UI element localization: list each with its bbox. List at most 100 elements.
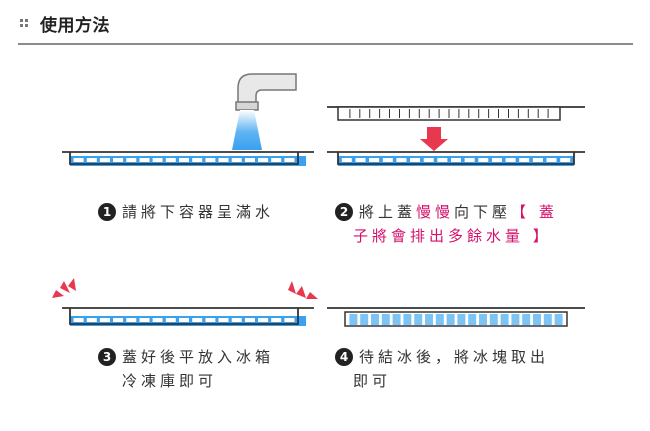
tray-cell (179, 318, 189, 322)
tray-cell (73, 158, 84, 162)
tray-cell (446, 314, 455, 325)
tray-cell (192, 318, 203, 322)
tray-cell (99, 318, 110, 322)
tray-cell (244, 318, 255, 322)
tray-cell (369, 158, 380, 162)
tray-cell (349, 314, 358, 325)
step-text-emphasis: 慢慢 (416, 203, 455, 221)
tray-cell (382, 158, 393, 162)
water-stream (232, 110, 262, 150)
tray-cell (533, 314, 541, 325)
tray-cell (126, 158, 137, 162)
tray-cell (205, 318, 216, 322)
tray-cell (437, 158, 448, 162)
step-number: 3 (98, 348, 116, 366)
tray-cell (403, 314, 412, 325)
tray-cell (392, 314, 401, 325)
section-header: 使用方法 (0, 0, 650, 46)
tray-cell (519, 158, 530, 162)
tray-cell (165, 318, 176, 322)
page-title: 使用方法 (40, 16, 110, 36)
tray-filled-2 (327, 151, 585, 166)
tray-cell (152, 158, 163, 162)
faucet-icon (235, 73, 297, 111)
tray-lid (327, 106, 585, 121)
step-note: 【 蓋 (511, 203, 558, 221)
step-text: 待結冰後，將冰塊取出 (359, 348, 550, 366)
tray-cell (113, 318, 124, 322)
tray-cell (284, 318, 295, 322)
tray-cell (360, 314, 369, 325)
tray-cell (457, 314, 466, 325)
step-note: 子將會排出多餘水量 】 (353, 227, 552, 245)
tray-cell (113, 158, 124, 162)
tray-cell (522, 314, 531, 325)
step-text: 蓋好後平放入冰箱 (122, 348, 275, 366)
tray-cell (139, 158, 150, 162)
tray-cell (451, 158, 461, 162)
level-marks-icon (52, 278, 318, 299)
tray-cell (218, 158, 229, 162)
tray-cell (410, 158, 421, 162)
tray-covered (62, 307, 314, 326)
step-text: 即可 (353, 372, 392, 390)
tray-cell (478, 158, 489, 162)
tray-cell (414, 314, 423, 325)
tray-cell (500, 314, 509, 325)
step-2-caption: 2 將上蓋慢慢向下壓【 蓋 子將會排出多餘水量 】 (335, 200, 558, 248)
tray-cell (179, 158, 189, 162)
tray-cell (258, 158, 269, 162)
tray-cell (126, 318, 137, 322)
tray-cell (152, 318, 163, 322)
tray-cell (468, 314, 477, 325)
tray-cell (355, 158, 366, 162)
tray-cell (371, 314, 379, 325)
tray-cell (231, 318, 242, 322)
tray-cell (396, 158, 407, 162)
step-text: 冷凍庫即可 (122, 372, 218, 390)
tray-cell (464, 158, 475, 162)
tray-cell (86, 318, 97, 322)
tray-cell (99, 158, 110, 162)
tray-cell (258, 318, 269, 322)
tray-cell (284, 158, 295, 162)
tray-cell (489, 314, 498, 325)
tray-cell (491, 158, 502, 162)
tray-cell (381, 314, 390, 325)
tray-cell (554, 314, 563, 325)
step-4-caption: 4 待結冰後，將冰塊取出 即可 (335, 345, 549, 393)
tray-cell (271, 158, 282, 162)
tray-cell (479, 314, 487, 325)
tray-cell (532, 158, 543, 162)
header-divider (18, 43, 633, 45)
tray-cell (231, 158, 242, 162)
tray-cell (244, 158, 255, 162)
step-text: 向下壓 (454, 203, 512, 221)
tray-filled-1 (62, 151, 314, 166)
step-3-caption: 3 蓋好後平放入冰箱 冷凍庫即可 (98, 345, 274, 393)
tray-cell (192, 158, 203, 162)
tray-cell (505, 158, 516, 162)
step-1-caption: 1 請將下容器呈滿水 (98, 200, 274, 224)
tray-cell (205, 158, 216, 162)
tray-cell (423, 158, 434, 162)
tray-cell (546, 158, 557, 162)
tray-cell (271, 318, 282, 322)
step-number: 4 (335, 348, 353, 366)
tray-cell (165, 158, 176, 162)
tray-cell (435, 314, 444, 325)
step-number: 2 (335, 203, 353, 221)
tray-cell (86, 158, 97, 162)
tray-cell (139, 318, 150, 322)
tray-frozen (327, 307, 585, 327)
tray-cell (341, 158, 352, 162)
step-number: 1 (98, 203, 116, 221)
down-arrow-icon (420, 127, 448, 151)
grid-dots-icon (20, 19, 32, 29)
step-text: 將上蓋 (359, 203, 417, 221)
tray-cell (218, 318, 229, 322)
tray-cell (425, 314, 433, 325)
tray-cell (73, 318, 84, 322)
step-text: 請將下容器呈滿水 (122, 203, 275, 221)
